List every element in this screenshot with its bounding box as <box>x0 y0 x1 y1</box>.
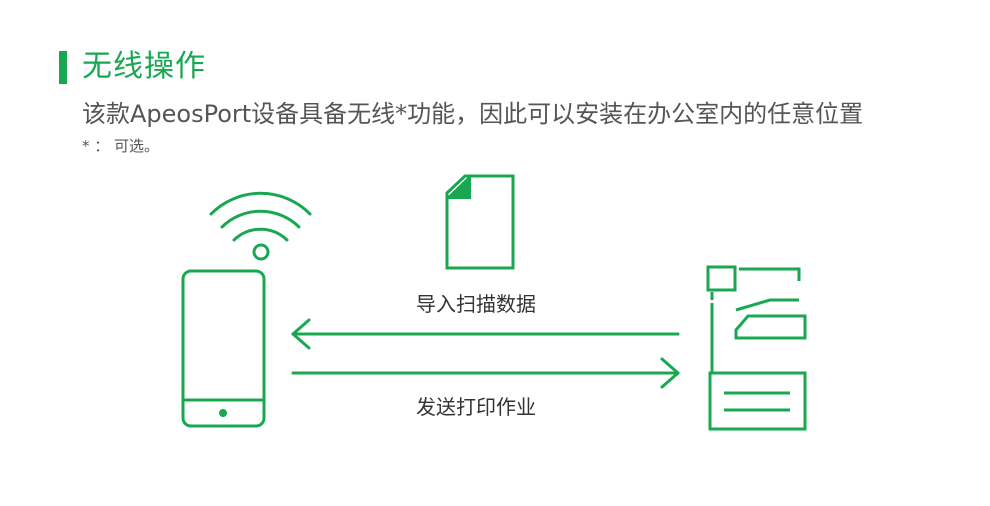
wifi-icon <box>209 191 312 261</box>
feature-description: 该款ApeosPort设备具备无线*功能，因此可以安装在办公室内的任意位置 <box>82 100 864 128</box>
footnote: * ： 可选。 <box>82 137 160 155</box>
document-icon <box>445 174 515 270</box>
smartphone-icon <box>181 269 266 428</box>
arrow-left-icon <box>291 318 680 350</box>
arrow-right-icon <box>291 357 680 389</box>
title-accent-bar <box>59 51 67 84</box>
send-print-label: 发送打印作业 <box>416 395 536 419</box>
multifunction-printer-icon <box>706 265 807 431</box>
page-title: 无线操作 <box>82 49 206 84</box>
import-scan-label: 导入扫描数据 <box>416 292 536 316</box>
